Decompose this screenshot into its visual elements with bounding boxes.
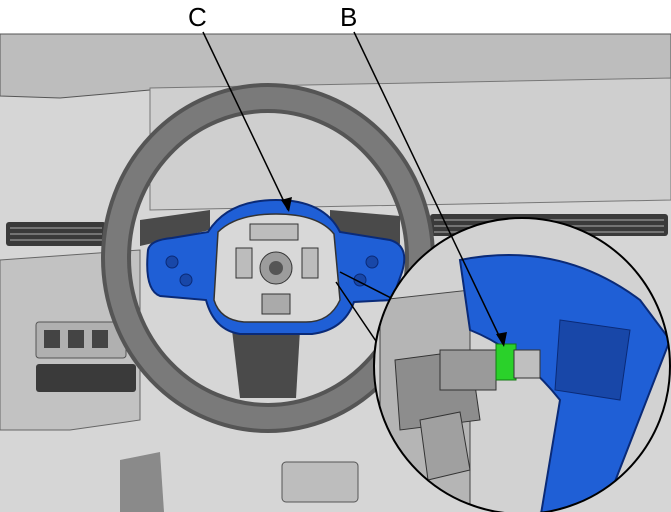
leader-arrow-b	[496, 332, 507, 347]
left-spoke	[140, 210, 210, 246]
magnifier-connector	[335, 271, 396, 351]
clock-spring	[249, 223, 299, 241]
floor-trim	[120, 452, 164, 512]
hub-bracket-left	[235, 247, 253, 279]
leader-line-b	[353, 31, 504, 345]
detail-circle-border	[373, 217, 671, 512]
left-switch-button-1	[165, 255, 179, 269]
lower-storage	[36, 364, 136, 392]
left-vent-slats	[10, 227, 102, 241]
switch-2	[68, 330, 84, 348]
brake-pedal	[281, 461, 359, 503]
left-switch-button-2	[179, 273, 193, 287]
hub-connector	[261, 293, 291, 315]
right-switch-button-1	[365, 255, 379, 269]
switch-3	[92, 330, 108, 348]
hub-center	[269, 261, 283, 275]
lower-spoke	[232, 330, 300, 398]
right-spoke	[330, 210, 400, 244]
green-connector	[495, 343, 517, 381]
hub-bracket-right	[301, 247, 319, 279]
leader-arrow-c	[281, 197, 292, 212]
switch-1	[44, 330, 60, 348]
callout-label-c: C	[188, 2, 207, 32]
leader-line-c	[202, 31, 289, 211]
callout-label-b: B	[340, 2, 358, 32]
